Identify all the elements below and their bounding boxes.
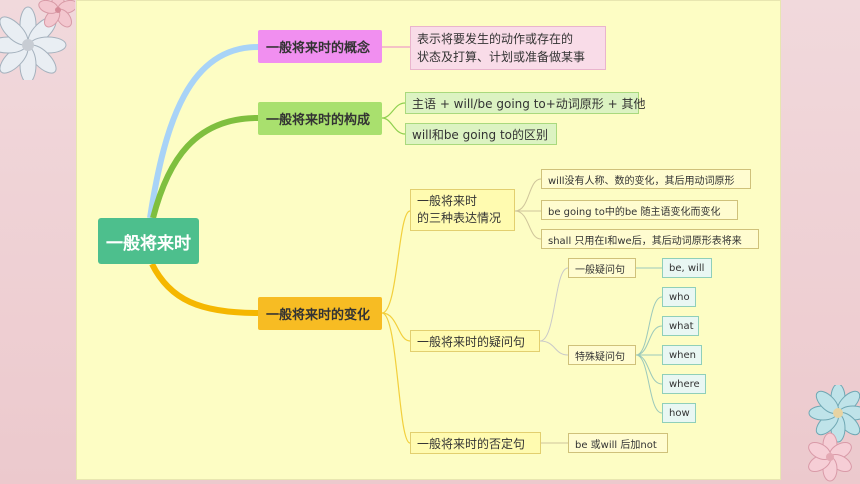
line-structure-items bbox=[381, 102, 406, 135]
three-forms-node[interactable]: 一般将来时 的三种表达情况 bbox=[410, 189, 515, 231]
flower-top-left-icon bbox=[0, 0, 75, 80]
three-forms-item-text: be going to中的be 随主语变化而变化 bbox=[548, 206, 721, 218]
branch-concept[interactable]: 一般将来时的概念 bbox=[258, 30, 382, 63]
concept-definition[interactable]: 表示将要发生的动作或存在的 状态及打算、计划或准备做某事 bbox=[410, 26, 606, 70]
negative-note-text: be 或will 后加not bbox=[575, 439, 657, 451]
line-center-concept bbox=[147, 44, 259, 219]
definition-line-2: 状态及打算、计划或准备做某事 bbox=[417, 50, 586, 64]
three-forms-item-text: shall 只用在I和we后，其后动词原形表将来 bbox=[548, 235, 742, 247]
question-label: 一般将来时的疑问句 bbox=[417, 334, 526, 349]
wh-word-how[interactable]: how bbox=[662, 403, 696, 423]
wh-word-text: where bbox=[669, 378, 700, 390]
structure-difference[interactable]: will和be going to的区别 bbox=[405, 123, 557, 145]
wh-word-text: how bbox=[669, 407, 690, 419]
special-question-label: 特殊疑问句 bbox=[575, 351, 625, 363]
branch-structure[interactable]: 一般将来时的构成 bbox=[258, 102, 382, 135]
wh-word-text: who bbox=[669, 291, 690, 303]
negative-label: 一般将来时的否定句 bbox=[417, 436, 526, 451]
three-forms-item-will[interactable]: will没有人称、数的变化，其后用动词原形 bbox=[541, 169, 751, 189]
three-forms-item-be-going-to[interactable]: be going to中的be 随主语变化而变化 bbox=[541, 200, 738, 220]
line-center-change bbox=[149, 262, 259, 316]
negative-node[interactable]: 一般将来时的否定句 bbox=[410, 432, 541, 454]
three-forms-item-shall[interactable]: shall 只用在I和we后，其后动词原形表将来 bbox=[541, 229, 759, 249]
general-question-answer[interactable]: be, will bbox=[662, 258, 712, 278]
line-special-words bbox=[635, 296, 663, 414]
three-forms-line-2: 的三种表达情况 bbox=[417, 211, 502, 225]
line-center-structure bbox=[150, 115, 259, 219]
branch-structure-label: 一般将来时的构成 bbox=[266, 113, 371, 128]
definition-line-1: 表示将要发生的动作或存在的 bbox=[417, 32, 574, 46]
line-three-forms-items bbox=[514, 178, 542, 240]
wh-word-when[interactable]: when bbox=[662, 345, 702, 365]
general-question-label: 一般疑问句 bbox=[575, 264, 625, 276]
special-question-node[interactable]: 特殊疑问句 bbox=[568, 345, 636, 365]
wh-word-text: when bbox=[669, 349, 697, 361]
wh-word-who[interactable]: who bbox=[662, 287, 696, 307]
branch-change[interactable]: 一般将来时的变化 bbox=[258, 297, 382, 330]
question-node[interactable]: 一般将来时的疑问句 bbox=[410, 330, 540, 352]
structure-formula[interactable]: 主语 + will/be going to+动词原形 + 其他 bbox=[405, 92, 645, 114]
wh-word-text: what bbox=[669, 320, 694, 332]
structure-formula-text: 主语 + will/be going to+动词原形 + 其他 bbox=[412, 96, 646, 111]
three-forms-line-1: 一般将来时 bbox=[417, 194, 478, 208]
three-forms-item-text: will没有人称、数的变化，其后用动词原形 bbox=[548, 175, 735, 187]
flower-bottom-right-icon bbox=[808, 385, 860, 482]
general-question-answer-text: be, will bbox=[669, 262, 705, 274]
center-node[interactable]: 一般将来时 bbox=[98, 218, 199, 264]
wh-word-what[interactable]: what bbox=[662, 316, 699, 336]
general-question-node[interactable]: 一般疑问句 bbox=[568, 258, 636, 278]
negative-note[interactable]: be 或will 后加not bbox=[568, 433, 668, 453]
branch-concept-label: 一般将来时的概念 bbox=[266, 41, 371, 56]
structure-difference-text: will和be going to的区别 bbox=[412, 127, 549, 142]
center-label: 一般将来时 bbox=[106, 233, 191, 254]
branch-change-label: 一般将来时的变化 bbox=[266, 308, 371, 323]
wh-word-where[interactable]: where bbox=[662, 374, 706, 394]
line-question-types bbox=[539, 267, 569, 356]
line-change-subbranches bbox=[381, 210, 411, 444]
